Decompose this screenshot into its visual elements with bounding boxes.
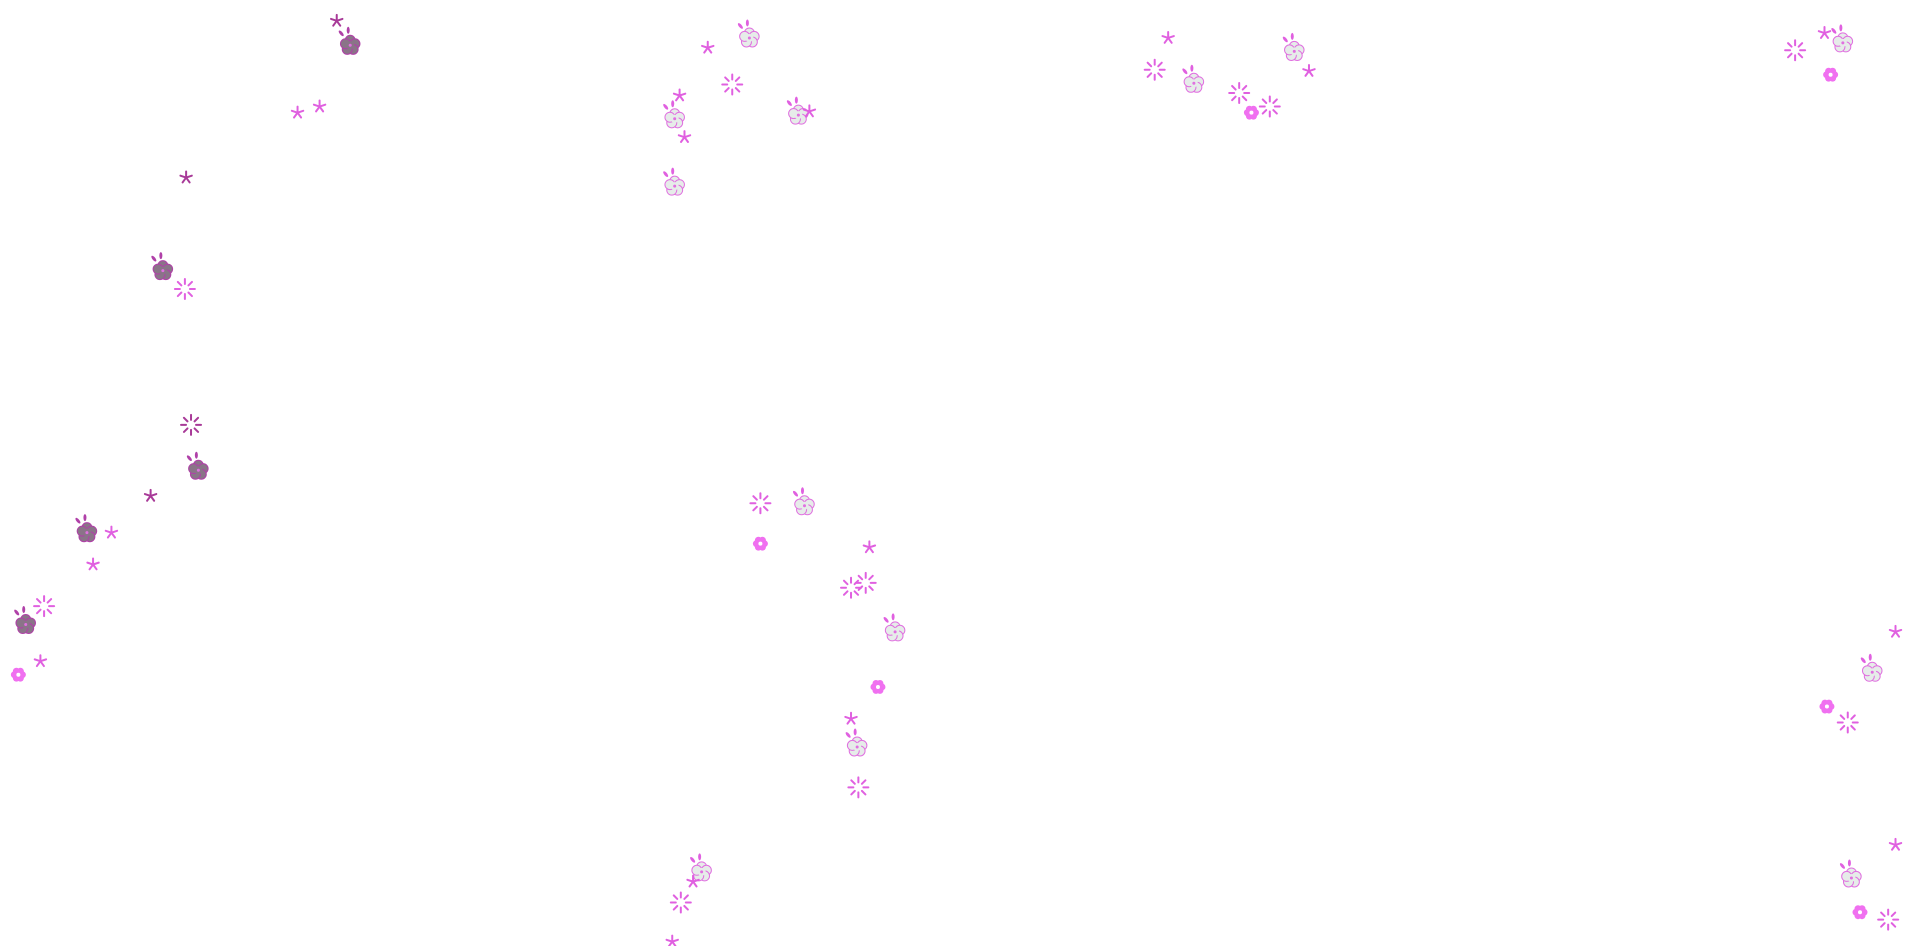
star-icon — [1161, 30, 1175, 44]
flower-icon — [1282, 32, 1305, 61]
star-icon — [312, 99, 327, 113]
burst-icon — [847, 776, 870, 799]
burst-icon — [1228, 82, 1251, 105]
flower-icon — [14, 605, 36, 635]
flower-icon — [1860, 653, 1883, 682]
star-icon — [33, 654, 48, 668]
solid-flower-icon — [1243, 105, 1259, 120]
star-icon — [677, 130, 692, 143]
flower-icon — [663, 100, 685, 129]
flower-icon — [75, 514, 98, 543]
star-icon — [1817, 26, 1832, 39]
star-icon — [686, 874, 700, 888]
star-icon — [672, 88, 687, 102]
solid-flower-icon — [1852, 905, 1868, 920]
star-icon — [802, 104, 817, 118]
flower-icon — [338, 26, 361, 55]
star-icon — [1888, 837, 1903, 851]
burst-icon — [840, 576, 863, 599]
flower-icon — [1831, 24, 1854, 53]
flower-icon — [690, 853, 712, 882]
star-icon — [844, 711, 858, 725]
burst-icon — [1258, 95, 1281, 118]
burst-icon — [669, 891, 692, 914]
star-icon — [665, 934, 679, 946]
flower-icon — [883, 613, 906, 642]
solid-flower-icon — [752, 536, 768, 551]
burst-icon — [180, 413, 203, 436]
star-icon — [1888, 624, 1903, 638]
burst-icon — [854, 571, 877, 594]
flower-icon — [663, 167, 685, 196]
star-icon — [179, 170, 193, 184]
solid-flower-icon — [10, 667, 26, 682]
flower-icon — [1182, 64, 1205, 93]
flower-icon — [151, 252, 174, 281]
burst-icon — [1143, 58, 1166, 81]
burst-icon — [33, 595, 56, 618]
flower-icon — [737, 19, 760, 48]
burst-icon — [749, 492, 772, 515]
burst-icon — [1836, 711, 1859, 734]
flower-icon — [186, 451, 209, 480]
flower-icon — [1839, 859, 1862, 888]
star-icon — [143, 488, 158, 502]
star-icon — [290, 105, 305, 119]
star-icon — [104, 525, 119, 539]
star-icon — [86, 557, 100, 571]
burst-icon — [1877, 908, 1900, 931]
star-icon — [1302, 64, 1316, 77]
star-icon — [862, 540, 877, 554]
burst-icon — [1784, 39, 1807, 62]
solid-flower-icon — [1823, 67, 1839, 82]
solid-flower-icon — [1819, 699, 1835, 714]
flower-icon — [845, 728, 868, 757]
solid-flower-icon — [870, 679, 886, 694]
star-icon — [330, 13, 344, 27]
burst-icon — [173, 277, 196, 300]
star-icon — [701, 40, 715, 54]
burst-icon — [721, 73, 744, 96]
flower-icon — [792, 487, 815, 516]
